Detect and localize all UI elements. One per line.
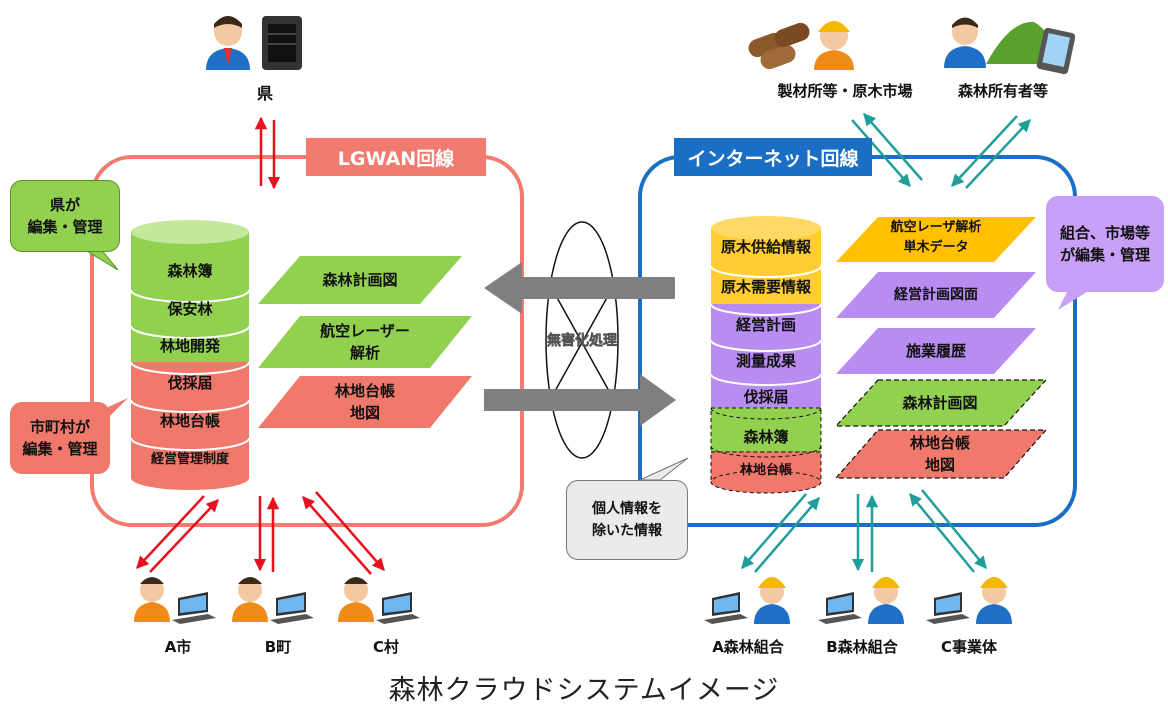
municipality-a-label: A市 <box>164 638 192 656</box>
left-stack-item: 森林簿 <box>167 262 213 280</box>
business-c-worker-icon <box>976 577 1012 624</box>
red-arrows-prefecture <box>254 116 281 190</box>
internet-label: インターネット回線 <box>674 138 872 176</box>
municipality-c-person-icon <box>338 577 374 622</box>
left-stack-item: 伐採届 <box>167 374 213 392</box>
left-layer-line: 林地台帳 <box>334 382 395 400</box>
worker-icon-top <box>814 21 854 70</box>
left-stack-item: 林地台帳 <box>159 412 220 430</box>
left-layer-forest-land-ledger-map <box>258 376 472 428</box>
right-stack-item: 原木需要情報 <box>720 278 811 296</box>
left-data-cylinder <box>130 220 250 490</box>
business-c-label: C事業体 <box>940 638 997 656</box>
right-data-cylinder <box>710 216 822 494</box>
right-stack-item: 測量成果 <box>735 352 796 370</box>
gray-arrow-left <box>484 262 675 314</box>
red-arrows-municipalities <box>136 491 385 575</box>
union-b-laptop-icon <box>818 592 862 624</box>
municipality-manage-bubble: 市町村が編集・管理 <box>10 402 110 474</box>
harmless-processing-symbol <box>545 221 619 459</box>
right-stack-item: 森林簿 <box>743 428 789 446</box>
right-layer-operation-history <box>836 328 1036 374</box>
right-stack-item: 林地台帳 <box>739 463 792 478</box>
business-c-laptop-icon <box>926 592 970 624</box>
right-layer-line: 単木データ <box>903 240 969 255</box>
municipality-c-label: C村 <box>372 638 399 656</box>
left-stack-item: 林地開発 <box>159 337 220 355</box>
municipality-b-laptop-icon <box>270 592 314 624</box>
left-layer-aerial-laser <box>258 316 472 368</box>
left-layer-line: 地図 <box>349 404 380 422</box>
gray-arrow-right <box>484 374 676 426</box>
left-layer-label: 森林計画図 <box>322 271 398 289</box>
union-a-laptop-icon <box>704 592 748 624</box>
union-b-label: B森林組合 <box>826 638 898 656</box>
bubble-line: 編集・管理 <box>27 218 103 236</box>
bubble-line: が編集・管理 <box>1059 246 1150 264</box>
right-layer-aerial-laser-tree-data <box>836 217 1036 262</box>
union-a-worker-icon <box>754 577 790 624</box>
left-stack-item: 経営管理制度 <box>150 452 229 467</box>
forest-owner-person-icon <box>944 17 986 68</box>
teal-arrows-bottom <box>741 489 987 573</box>
bubble-line: 編集・管理 <box>22 440 98 458</box>
right-stack-item: 経営計画 <box>735 316 796 334</box>
logs-icon <box>748 22 810 70</box>
right-layer-label: 林地台帳地図 <box>860 432 1020 476</box>
left-layer-forest-plan-map <box>258 256 462 304</box>
left-layer-line: 解析 <box>349 344 380 362</box>
server-icon <box>262 16 302 70</box>
right-layer-management-plan-map <box>836 272 1036 318</box>
right-layer-line: 林地台帳 <box>909 434 970 452</box>
union-b-worker-icon <box>868 577 904 624</box>
left-layer-label: 航空レーザー解析 <box>290 320 440 364</box>
right-layer-label: 森林計画図 <box>902 394 978 412</box>
municipality-a-person-icon <box>134 577 170 622</box>
prefecture-person-icon <box>206 16 250 70</box>
bubble-tail-personal-info <box>639 457 689 481</box>
teal-arrows-top <box>851 113 1031 189</box>
bubble-tail-municipality <box>106 398 128 420</box>
sawmill-market-label: 製材所等・原木市場 <box>777 82 913 100</box>
left-stack-item: 保安林 <box>167 300 213 318</box>
bubble-line: 個人情報を <box>592 501 662 517</box>
left-layer-line: 航空レーザー <box>320 322 410 340</box>
municipality-a-laptop-icon <box>172 592 216 624</box>
union-manage-bubble: 組合、市場等が編集・管理 <box>1046 196 1164 292</box>
harmless-processing-label: 無害化処理 <box>547 333 618 350</box>
tablet-icon <box>1036 27 1076 75</box>
lgwan-label: LGWAN回線 <box>306 138 486 176</box>
right-layer-label: 経営計画図面 <box>894 287 978 303</box>
right-layer-forest-plan-map <box>834 379 1048 427</box>
bubble-line: 県が <box>49 196 80 214</box>
diagram-caption: 森林クラウドシステムイメージ <box>388 675 780 706</box>
right-layer-line: 航空レーザ解析 <box>890 220 982 235</box>
municipality-b-label: B町 <box>264 638 292 656</box>
personal-info-bubble: 個人情報を除いた情報 <box>566 480 688 560</box>
right-stack-item: 伐採届 <box>743 388 789 406</box>
prefecture-label: 県 <box>256 84 273 103</box>
forest-owner-label: 森林所有者等 <box>957 82 1048 100</box>
right-layer-line: 地図 <box>924 456 955 474</box>
right-layer-forest-land-ledger-map <box>834 429 1048 479</box>
right-stack-item: 原木供給情報 <box>720 238 811 256</box>
right-layer-label: 施業履歴 <box>905 342 966 360</box>
left-layer-label: 林地台帳地図 <box>290 380 440 424</box>
bubble-line: 市町村が <box>29 418 90 436</box>
bubble-line: 組合、市場等 <box>1059 224 1150 242</box>
union-a-label: A森林組合 <box>712 638 784 656</box>
prefecture-manage-bubble: 県が編集・管理 <box>10 180 120 252</box>
municipality-c-laptop-icon <box>376 592 420 624</box>
municipality-b-person-icon <box>232 577 268 622</box>
bubble-tail-union <box>1058 290 1090 310</box>
right-layer-label: 航空レーザ解析単木データ <box>856 218 1016 258</box>
bubble-line: 除いた情報 <box>592 523 662 539</box>
